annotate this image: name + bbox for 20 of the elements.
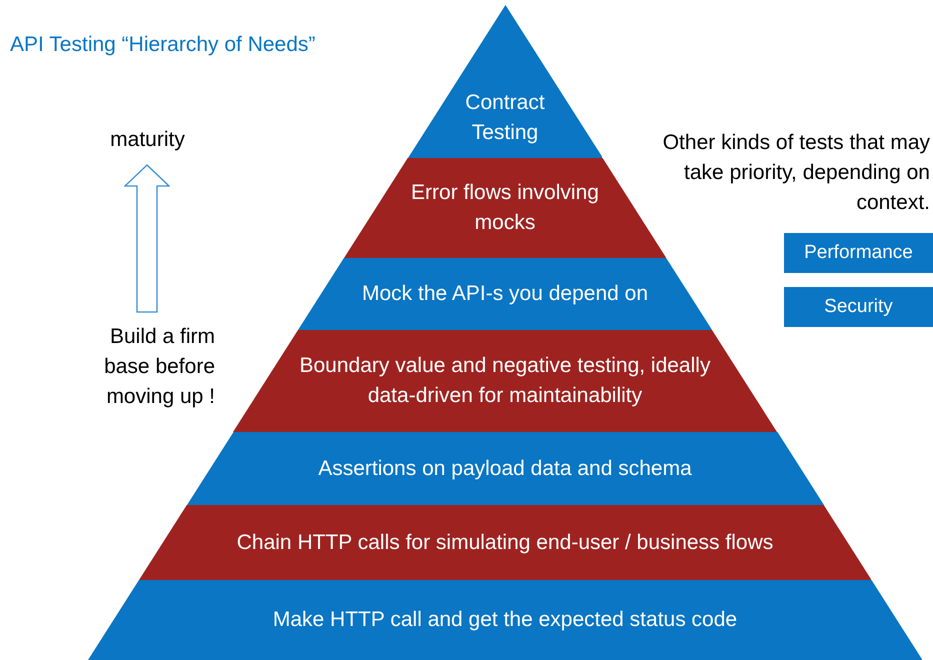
category-box: Performance — [784, 233, 933, 273]
diagram-title: API Testing “Hierarchy of Needs” — [10, 33, 316, 57]
tier-label: Mock the API-s you depend on — [360, 281, 649, 307]
pyramid-tier — [344, 158, 666, 258]
tier-label: Boundary value and negative testing, ideally data-driven for maintainability — [298, 353, 712, 409]
note-text: Other kinds of tests that may take priority, depending on context. — [662, 130, 930, 216]
tier-label: Chain HTTP calls for simulating end-user / business flows — [236, 530, 774, 556]
tier-label: Assertions on payload data and schema — [317, 456, 693, 482]
note-text: Build a firm base before moving up ! — [103, 324, 215, 410]
maturity-label: maturity — [109, 128, 186, 152]
pyramid-tier — [233, 330, 777, 432]
pyramid-tier — [298, 258, 712, 330]
pyramid-tier — [138, 505, 872, 580]
pyramid-tier — [88, 580, 922, 660]
tier-label: Error flows involving mocks — [410, 180, 600, 236]
tier-label: Make HTTP call and get the expected status code — [272, 607, 738, 633]
tier-label: Contract Testing — [464, 90, 546, 146]
category-box: Security — [784, 287, 933, 327]
pyramid-tier — [186, 432, 824, 505]
pyramid-tier — [408, 5, 602, 158]
